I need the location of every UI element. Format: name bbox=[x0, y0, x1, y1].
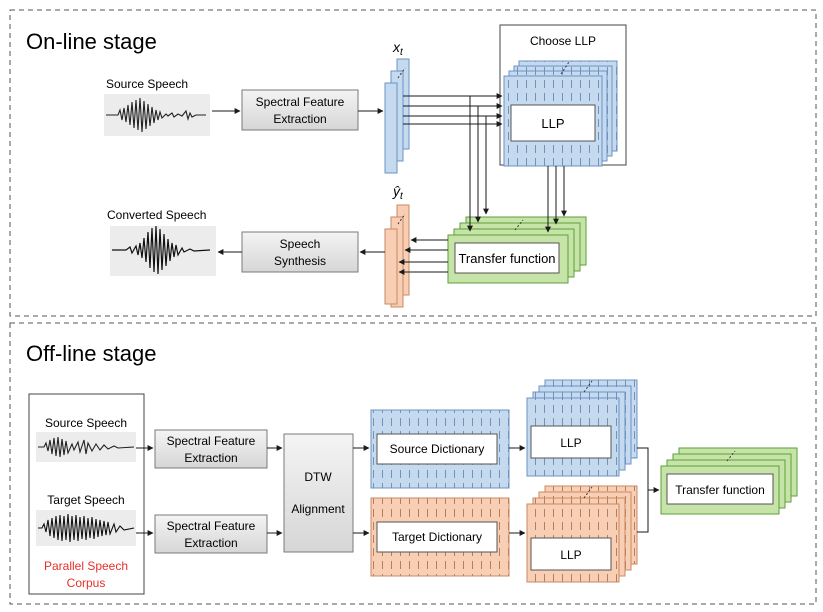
svg-text:Transfer function: Transfer function bbox=[458, 251, 555, 266]
offline-source-speech-label: Source Speech bbox=[45, 416, 127, 430]
svg-text:Target Dictionary: Target Dictionary bbox=[392, 530, 482, 544]
offline-connectors bbox=[136, 445, 660, 536]
svg-text:Extraction: Extraction bbox=[184, 451, 237, 465]
offline-target-waveform bbox=[36, 510, 136, 546]
online-source-speech-label: Source Speech bbox=[106, 77, 188, 91]
online-stage-title: On-line stage bbox=[26, 29, 157, 54]
online-converted-waveform bbox=[110, 225, 216, 276]
offline-llp-stack-source: LLP bbox=[526, 379, 638, 477]
svg-text:Spectral Feature: Spectral Feature bbox=[256, 95, 345, 109]
svg-text:Extraction: Extraction bbox=[273, 112, 326, 126]
svg-text:Spectral Feature: Spectral Feature bbox=[167, 434, 256, 448]
online-yt-feature-vectors bbox=[384, 204, 410, 308]
online-converted-speech-label: Converted Speech bbox=[107, 208, 206, 222]
online-choose-llp-label: Choose LLP bbox=[530, 34, 596, 48]
offline-llp-stack-target: LLP bbox=[526, 485, 638, 583]
online-stage-frame bbox=[9, 9, 817, 317]
offline-target-dictionary: Target Dictionary bbox=[370, 497, 510, 577]
svg-text:Source Dictionary: Source Dictionary bbox=[390, 442, 485, 456]
offline-spectral-extraction-box-target: Spectral Feature Extraction bbox=[154, 514, 268, 554]
svg-text:LLP: LLP bbox=[541, 116, 564, 131]
offline-target-speech-label: Target Speech bbox=[47, 493, 124, 507]
offline-source-waveform bbox=[36, 432, 136, 462]
online-spectral-extraction-box: Spectral Feature Extraction bbox=[241, 89, 359, 131]
svg-text:Transfer function: Transfer function bbox=[675, 483, 765, 497]
offline-stage-title: Off-line stage bbox=[26, 341, 156, 366]
offline-dtw-alignment-box: DTW Alignment bbox=[283, 433, 354, 553]
svg-text:Synthesis: Synthesis bbox=[274, 254, 326, 268]
online-yt-label: ŷt bbox=[392, 183, 404, 202]
svg-text:LLP: LLP bbox=[560, 548, 581, 562]
online-transfer-function-stack: Transfer function bbox=[447, 216, 587, 284]
offline-spectral-extraction-box-source: Spectral Feature Extraction bbox=[154, 429, 268, 469]
online-xt-label: xt bbox=[392, 39, 404, 58]
offline-transfer-function-stack: Transfer function bbox=[660, 447, 798, 515]
offline-parallel-corpus-box bbox=[28, 393, 145, 595]
svg-text:DTW: DTW bbox=[304, 470, 332, 484]
offline-stage-frame bbox=[9, 322, 817, 605]
offline-source-dictionary: Source Dictionary bbox=[370, 409, 510, 489]
offline-corpus-label-line1: Parallel Speech bbox=[44, 559, 128, 573]
svg-text:Spectral Feature: Spectral Feature bbox=[167, 519, 256, 533]
online-connectors bbox=[212, 93, 567, 275]
svg-text:Alignment: Alignment bbox=[291, 502, 345, 516]
svg-text:Speech: Speech bbox=[280, 237, 321, 251]
svg-text:Extraction: Extraction bbox=[184, 536, 237, 550]
offline-corpus-label-line2: Corpus bbox=[67, 576, 106, 590]
svg-text:LLP: LLP bbox=[560, 436, 581, 450]
online-llp-stack: LLP bbox=[503, 60, 618, 167]
online-source-waveform bbox=[104, 94, 210, 136]
online-speech-synthesis-box: Speech Synthesis bbox=[241, 231, 359, 273]
